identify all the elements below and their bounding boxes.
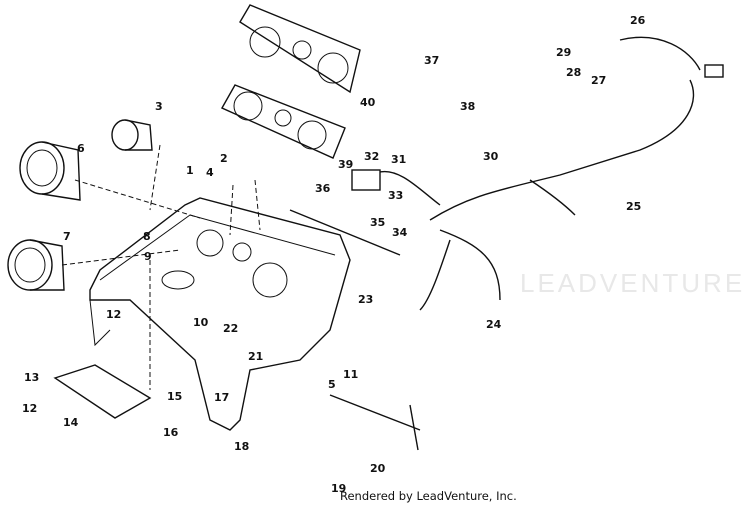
mounting-plate-14 xyxy=(53,364,152,419)
callout-31: 31 xyxy=(391,153,406,166)
bezel-plate-40 xyxy=(239,4,361,94)
callout-18: 18 xyxy=(234,440,249,453)
gauge-3 xyxy=(111,119,153,151)
callout-4: 4 xyxy=(206,166,214,179)
callout-8: 8 xyxy=(143,230,151,243)
callout-37: 37 xyxy=(424,54,439,67)
callout-38: 38 xyxy=(460,100,475,113)
callout-10: 10 xyxy=(193,316,209,329)
callout-3: 3 xyxy=(155,100,163,113)
callout-15: 15 xyxy=(167,390,182,403)
callout-29: 29 xyxy=(556,46,571,59)
callout-25: 25 xyxy=(626,200,641,213)
callout-20: 20 xyxy=(370,462,386,475)
callout-33: 33 xyxy=(388,189,403,202)
callout-26: 26 xyxy=(630,14,646,27)
callout-16: 16 xyxy=(163,426,179,439)
callout-28: 28 xyxy=(566,66,581,79)
callout-39: 39 xyxy=(338,158,353,171)
callout-9: 9 xyxy=(144,250,152,263)
gauge-7 xyxy=(7,239,65,291)
callout-19: 19 xyxy=(331,482,346,495)
callout-21: 21 xyxy=(248,350,263,363)
callout-17: 17 xyxy=(214,391,229,404)
callout-35: 35 xyxy=(370,216,385,229)
callout-7: 7 xyxy=(63,230,71,243)
callout-1: 1 xyxy=(186,164,194,177)
callout-30: 30 xyxy=(483,150,499,163)
callout-34: 34 xyxy=(392,226,408,239)
callout-14: 14 xyxy=(63,416,79,429)
callout-24: 24 xyxy=(486,318,502,331)
callout-22: 22 xyxy=(223,322,238,335)
callout-13: 13 xyxy=(24,371,39,384)
callout-5: 5 xyxy=(328,378,336,391)
callout-23: 23 xyxy=(358,293,373,306)
callout-36: 36 xyxy=(315,182,331,195)
watermark: LEADVENTURE xyxy=(520,268,745,298)
footer-credit: Rendered by LeadVenture, Inc. xyxy=(340,489,517,503)
bezel-plate-39 xyxy=(221,84,346,159)
wiring-harness xyxy=(289,36,724,451)
callout-labels: 26 29 28 27 37 40 38 3 6 2 32 31 30 39 1… xyxy=(22,14,646,495)
callout-11: 11 xyxy=(343,368,358,381)
gauge-6 xyxy=(19,141,81,201)
callout-32: 32 xyxy=(364,150,379,163)
callout-6: 6 xyxy=(77,142,85,155)
callout-27: 27 xyxy=(591,74,606,87)
callout-12-lower: 12 xyxy=(22,402,37,415)
callout-2: 2 xyxy=(220,152,228,165)
callout-40: 40 xyxy=(360,96,376,109)
callout-12: 12 xyxy=(106,308,121,321)
